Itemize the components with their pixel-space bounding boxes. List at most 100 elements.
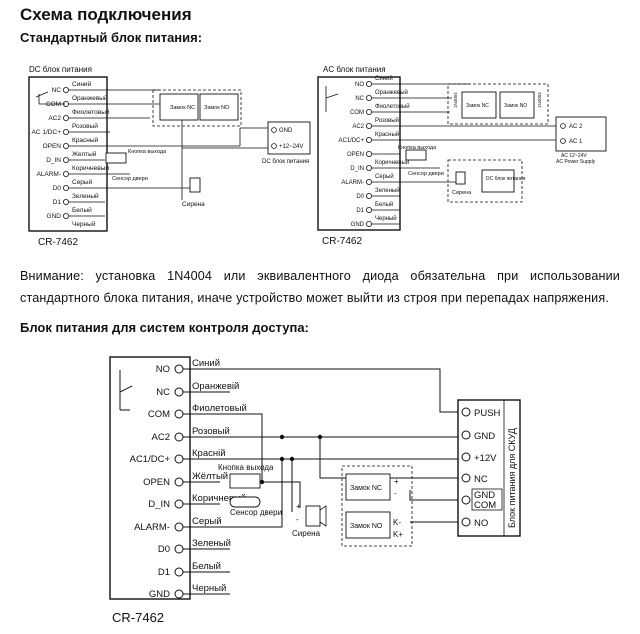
- terminal-label: ALARM-: [341, 180, 364, 186]
- wire-label: Серый: [375, 173, 394, 180]
- terminal-screw-icon: [365, 136, 372, 143]
- wire-label: Черный: [72, 220, 96, 228]
- lock-nc-label: Замок NC: [350, 485, 382, 492]
- locks-frame: [152, 89, 242, 127]
- terminal-screw-icon: [63, 156, 70, 163]
- wire-label: Фиолетовый: [72, 108, 110, 116]
- exit-button-label: Кнопка выхода: [128, 149, 167, 155]
- wire-push: [230, 368, 458, 413]
- siren-minus: -: [296, 515, 299, 524]
- terminal-label: D_IN: [46, 157, 61, 164]
- lock-no-label: Замок NO: [204, 105, 230, 111]
- psu-terminal-label: PUSH: [474, 408, 501, 419]
- terminal-label: AC2: [152, 432, 170, 443]
- ac-range-label: AC 12~24V: [561, 153, 587, 159]
- locks-frame: [341, 465, 413, 547]
- terminal-screw-icon: [63, 170, 70, 177]
- terminal-screw-icon: [365, 123, 372, 130]
- warning-note: Внимание: установка 1N4004 или эквивален…: [20, 269, 620, 305]
- lock-nc-label: Замок NC: [466, 103, 489, 109]
- wire-label: Белый: [375, 201, 393, 208]
- terminal-label: D0: [53, 185, 62, 192]
- terminal-label: NC: [355, 96, 364, 102]
- door-sensor-label: Сенсор двери: [408, 171, 444, 177]
- wire-label: Коричневый: [375, 159, 409, 166]
- terminal-label: COM: [148, 409, 170, 420]
- terminal-label: OPEN: [43, 143, 62, 150]
- dc-psu-label: DC блок питания: [486, 176, 526, 182]
- relay-contact: [119, 370, 133, 411]
- psu-terminal-label: NO: [474, 518, 488, 529]
- door-sensor-icon: [229, 496, 261, 508]
- lock-plus: +: [394, 477, 399, 486]
- terminal-screw-icon: [63, 87, 70, 94]
- relay-contact: [325, 86, 339, 112]
- wire-gnd-com: [409, 490, 458, 501]
- exit-button-icon: [105, 152, 127, 164]
- terminal-label: D1: [158, 567, 170, 578]
- relay-contact: [35, 91, 65, 105]
- wire-label: Зеленый: [72, 192, 99, 200]
- lock-no: [345, 511, 391, 539]
- lock-nc: [159, 93, 199, 121]
- psu-terminal-label: COM: [474, 500, 496, 511]
- terminal-screw-icon: [63, 128, 70, 135]
- terminal-screw-icon: [461, 495, 471, 505]
- terminal-screw-icon: [63, 115, 70, 122]
- lock-nc: [461, 91, 497, 119]
- terminal-label: D0: [158, 544, 170, 555]
- terminal-screw-icon: [461, 473, 471, 483]
- lock-minus: -: [394, 489, 397, 498]
- terminal-screw-icon: [63, 212, 70, 219]
- terminal-screw-icon: [365, 109, 372, 116]
- dc-psu-gnd: GND: [279, 128, 293, 134]
- terminal-screw-icon: [461, 517, 471, 527]
- terminal-label: D1: [356, 208, 364, 214]
- diode-label: 1N4004: [453, 92, 458, 108]
- terminal-screw-icon: [365, 95, 372, 102]
- gnd-com-frame: [471, 488, 503, 511]
- wire-label: Красный: [72, 136, 99, 144]
- door-sensor-label: Сенсор двери: [230, 508, 282, 517]
- wire-label: Синий: [72, 80, 92, 88]
- terminal-label: AC1/DC+: [130, 454, 171, 465]
- wire-com: [240, 413, 301, 508]
- terminal-label: D1: [53, 199, 62, 206]
- wire-nc: [319, 437, 458, 479]
- psu-terminal-label: +12V: [474, 453, 497, 464]
- wire-label: Жёлтый: [192, 471, 228, 482]
- wire-label: Оранжевый: [375, 89, 408, 96]
- wire-label: Белый: [72, 206, 92, 214]
- terminal-screw-icon: [365, 220, 372, 227]
- dc-psu-label: DC блок питания: [262, 159, 309, 165]
- diagram-access-psu: NO NC COM AC2 AC1/DC+ OPEN D_IN ALARM- D…: [109, 356, 521, 625]
- terminal-label: D_IN: [148, 499, 170, 510]
- terminal-label: COM: [350, 110, 364, 116]
- terminal-label: ALARM-: [36, 171, 61, 178]
- lock-nc: [345, 473, 391, 501]
- wire-label: Фиолетовый: [375, 103, 410, 110]
- ac2-label: AC 2: [569, 124, 583, 130]
- standard-psu-subtitle: Стандартный блок питания:: [20, 30, 203, 45]
- exit-button-icon: [229, 473, 261, 489]
- model-label: CR-7462: [322, 236, 362, 247]
- terminal-label: AC1/DC+: [338, 138, 364, 144]
- siren-icon: [305, 505, 321, 527]
- model-label: CR-7462: [112, 610, 164, 625]
- terminal-label: D0: [356, 194, 364, 200]
- wire-label: Синий: [192, 358, 220, 369]
- ac-supply-box: [555, 116, 607, 152]
- terminal-screw-icon: [63, 101, 70, 108]
- wire-label: Красный: [375, 131, 399, 138]
- lock-no-label: Замок NO: [504, 103, 527, 109]
- controller-box: [109, 356, 191, 600]
- ac-supply-label: AC Power Supply: [556, 159, 596, 165]
- terminal-label: ALARM-: [134, 522, 170, 533]
- terminal-label: GND: [47, 213, 62, 220]
- siren-frame: [447, 159, 523, 203]
- lock-nc-label: Замок NC: [170, 105, 195, 111]
- door-sensor-label: Сенсор двери: [112, 176, 148, 182]
- terminal-label: NO: [355, 82, 364, 88]
- page-title: Схема подключения: [20, 5, 192, 24]
